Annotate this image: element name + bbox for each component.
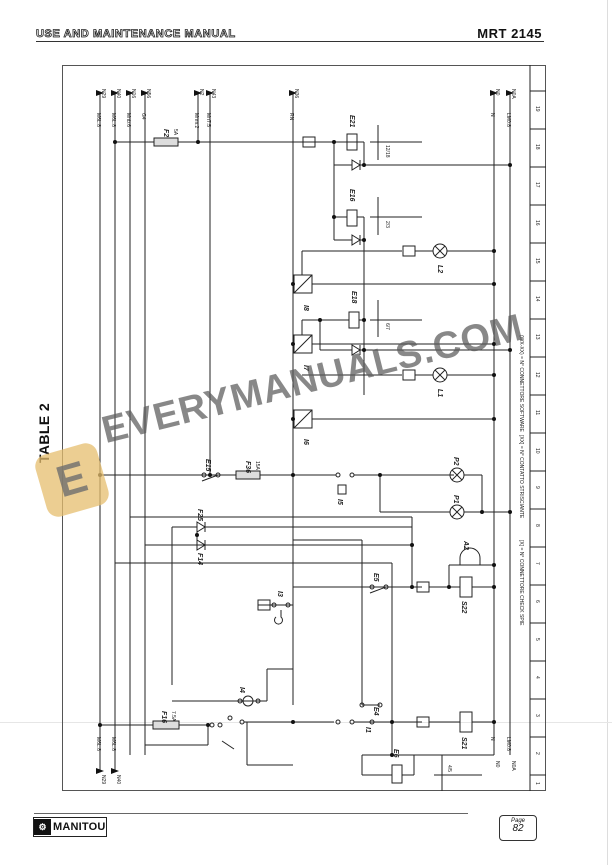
wiring-schematic: N29 N40 N16 N56 N2 N43 N36 N0 N0A M6L.8 … <box>95 65 546 791</box>
column-number: 10 <box>534 448 540 454</box>
column-number: 9 <box>534 486 540 489</box>
fuse-rating: 5A <box>172 129 178 136</box>
legend-item: (WX-XX) = N° CONNETTORE SOFTWARE <box>518 335 524 433</box>
buzzer-label: A2 <box>462 540 469 550</box>
column-number: 17 <box>534 182 540 188</box>
wire-label: LM0.8 <box>505 113 511 127</box>
legend-item: [XX] = N° CONTATTO STRISCIANTE <box>518 435 524 519</box>
solenoid-label: S21 <box>460 737 467 750</box>
column-number: 5 <box>534 638 540 641</box>
fuse-label: F36 <box>244 461 251 473</box>
legend-item: [X] = N° CONNETTORE CHECK SPIE <box>518 540 524 626</box>
terminal-label: N0 <box>494 761 500 768</box>
fuse-rating: 15A <box>254 461 260 471</box>
column-number: 15 <box>534 258 540 264</box>
fuse-label: F16 <box>160 711 167 723</box>
wire-label: M6L.8 <box>110 113 116 127</box>
relay-contact: 12/18 <box>384 145 390 158</box>
relay-label: E16 <box>348 189 355 202</box>
terminal-label: N0A <box>510 89 516 99</box>
wire-label: Mn7.5 <box>205 113 211 127</box>
model-number: MRT 2145 <box>477 26 542 41</box>
terminal-label: N0 <box>494 89 500 96</box>
header-divider <box>36 41 544 42</box>
terminal-label: N36 <box>293 89 299 98</box>
module-label: I7 <box>302 365 309 372</box>
column-number: 6 <box>534 600 540 603</box>
diode-label: F14 <box>196 553 203 565</box>
column-number: 2 <box>534 752 540 755</box>
wire-label: M6L.8 <box>95 113 101 127</box>
column-number: 18 <box>534 144 540 150</box>
switch-label: I1 <box>364 727 371 733</box>
lamp-label: L2 <box>436 265 443 273</box>
wire-label: M6L.8 <box>95 737 101 751</box>
lamp-label: P2 <box>452 457 459 466</box>
fuse-rating: 7.5A <box>170 711 176 722</box>
column-number: 11 <box>534 410 540 415</box>
terminal-label: N2 <box>198 89 204 96</box>
terminal-label: N56 <box>145 89 151 98</box>
wire-label: N <box>489 737 495 741</box>
column-number: 4 <box>534 676 540 679</box>
column-number: 8 <box>534 524 540 527</box>
wire-label: G4 <box>140 113 146 120</box>
solenoid-label: S22 <box>460 601 467 614</box>
lamp-label: I4 <box>238 687 245 693</box>
page-number: 82 <box>512 823 524 834</box>
manual-title: USE AND MAINTENANCE MANUAL <box>36 28 236 41</box>
terminal-label: N43 <box>210 89 216 98</box>
wire-label: RN <box>288 113 294 121</box>
column-number: 7 <box>534 562 540 565</box>
switch-label: E4 <box>372 707 379 716</box>
terminal-label: N29 <box>100 775 106 784</box>
column-number: 16 <box>534 220 540 226</box>
terminal-label: N40 <box>115 89 121 98</box>
module-label: I8 <box>302 305 309 311</box>
relay-contact: 6/7 <box>384 323 390 330</box>
relay-label: E6 <box>392 749 399 758</box>
module-label: I6 <box>302 439 309 445</box>
relay-label: E21 <box>348 115 355 128</box>
manitou-logo: ⚙ MANITOU <box>33 817 107 837</box>
switch-label: I5 <box>336 499 343 505</box>
relay-contact: 4/5 <box>446 765 452 772</box>
column-number: 3 <box>534 714 540 717</box>
switch-label: I3 <box>276 591 283 597</box>
column-number: 12 <box>534 372 540 378</box>
terminal-label: N0A <box>510 761 516 771</box>
relay-contact: 2/3 <box>384 221 390 228</box>
column-dividers <box>530 90 546 776</box>
switch-label: E15 <box>204 459 211 472</box>
switch-label: E5 <box>372 573 379 582</box>
lamp-label: P1 <box>452 495 459 504</box>
column-number: 19 <box>534 106 540 112</box>
brand-name: MANITOU <box>53 821 106 833</box>
footer-divider <box>34 813 468 814</box>
terminal-label: N29 <box>100 89 106 98</box>
wire-label: Mnm.2 <box>193 113 199 129</box>
wire-label: N <box>489 113 495 117</box>
wire-label: Mnb.6 <box>125 113 131 127</box>
relay-label: E18 <box>350 291 357 304</box>
terminal-label: N16 <box>130 89 136 98</box>
terminal-label: N40 <box>115 775 121 784</box>
fuse-label: F2 <box>162 129 169 137</box>
wire-label: LM0.8 <box>505 737 511 751</box>
column-number: 1 <box>534 782 540 785</box>
schematic-frame <box>62 65 546 791</box>
page-number-box: Page 82 <box>499 815 537 841</box>
wire-label: M6L.8 <box>110 737 116 751</box>
column-number: 13 <box>534 334 540 340</box>
lamp-label: L1 <box>436 389 443 397</box>
column-number: 14 <box>534 296 540 302</box>
forklift-icon: ⚙ <box>34 819 51 835</box>
diode-label: F25 <box>196 509 203 521</box>
scan-edge <box>607 0 608 865</box>
page-label: Page <box>510 818 525 824</box>
